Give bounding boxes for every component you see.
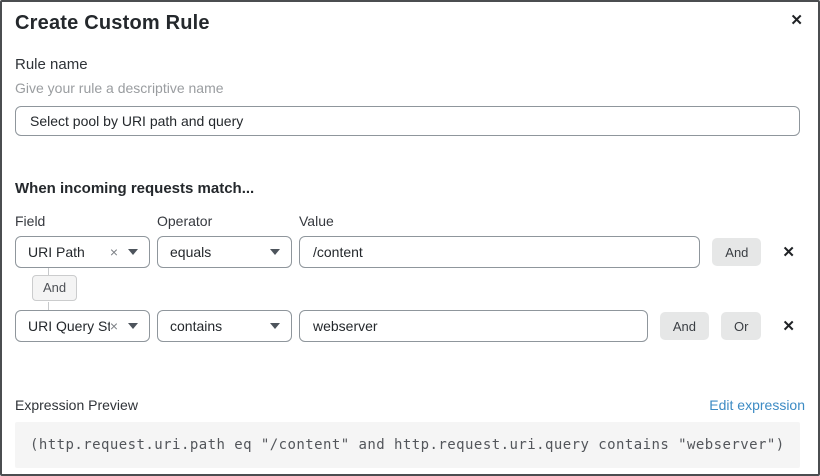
field-select-row1[interactable]: URI Path × — [15, 236, 150, 268]
field-select-row2-value: URI Query St... — [28, 318, 110, 334]
field-select-row1-value: URI Path — [28, 244, 85, 260]
dialog-title: Create Custom Rule — [15, 12, 210, 34]
close-icon[interactable]: ✕ — [790, 12, 803, 29]
or-button-row2[interactable]: Or — [720, 312, 762, 340]
logic-connector: And — [15, 268, 805, 310]
expression-preview-header: Expression Preview Edit expression — [15, 397, 805, 413]
and-button-row2[interactable]: And — [659, 312, 709, 340]
rule-name-label: Rule name — [15, 56, 88, 73]
value-column-label: Value — [299, 213, 334, 229]
rule-name-input[interactable] — [15, 106, 800, 136]
expression-preview-code: (http.request.uri.path eq "/content" and… — [15, 422, 800, 468]
field-select-row2-controls: × — [110, 319, 138, 333]
delete-row1-icon[interactable]: ✕ — [782, 243, 795, 261]
condition-row-1: URI Path × equals And ✕ — [15, 236, 805, 268]
rule-name-helper: Give your rule a descriptive name — [15, 80, 224, 96]
value-input-row1[interactable] — [299, 236, 701, 268]
edit-expression-link[interactable]: Edit expression — [709, 397, 805, 413]
operator-column-label: Operator — [157, 213, 213, 229]
chevron-down-icon[interactable] — [270, 249, 280, 255]
field-column-label: Field — [15, 213, 46, 229]
dialog-header: Create Custom Rule ✕ — [15, 12, 805, 35]
clear-selection-icon[interactable]: × — [109, 244, 118, 260]
and-connector-badge: And — [32, 275, 78, 301]
field-select-row1-controls: × — [110, 245, 138, 259]
value-input-row2[interactable] — [299, 310, 648, 342]
and-button-row1[interactable]: And — [712, 238, 762, 266]
operator-select-row1[interactable]: equals — [157, 236, 292, 268]
match-heading: When incoming requests match... — [15, 180, 255, 197]
condition-column-labels: Field Operator Value — [15, 213, 805, 229]
connector-line-top — [48, 268, 49, 275]
operator-select-row1-controls — [270, 249, 280, 255]
operator-select-row2-controls — [270, 323, 280, 329]
operator-select-row2[interactable]: contains — [157, 310, 292, 342]
connector-line-bottom — [48, 302, 49, 310]
operator-select-row1-value: equals — [170, 244, 212, 260]
field-select-row2[interactable]: URI Query St... × — [15, 310, 150, 342]
operator-select-row2-value: contains — [170, 318, 223, 334]
condition-row-2: URI Query St... × contains And Or ✕ — [15, 310, 805, 342]
chevron-down-icon[interactable] — [270, 323, 280, 329]
expression-preview-label: Expression Preview — [15, 397, 138, 413]
chevron-down-icon[interactable] — [128, 323, 138, 329]
clear-selection-icon[interactable]: × — [109, 318, 118, 334]
delete-row2-icon[interactable]: ✕ — [782, 317, 795, 335]
chevron-down-icon[interactable] — [128, 249, 138, 255]
